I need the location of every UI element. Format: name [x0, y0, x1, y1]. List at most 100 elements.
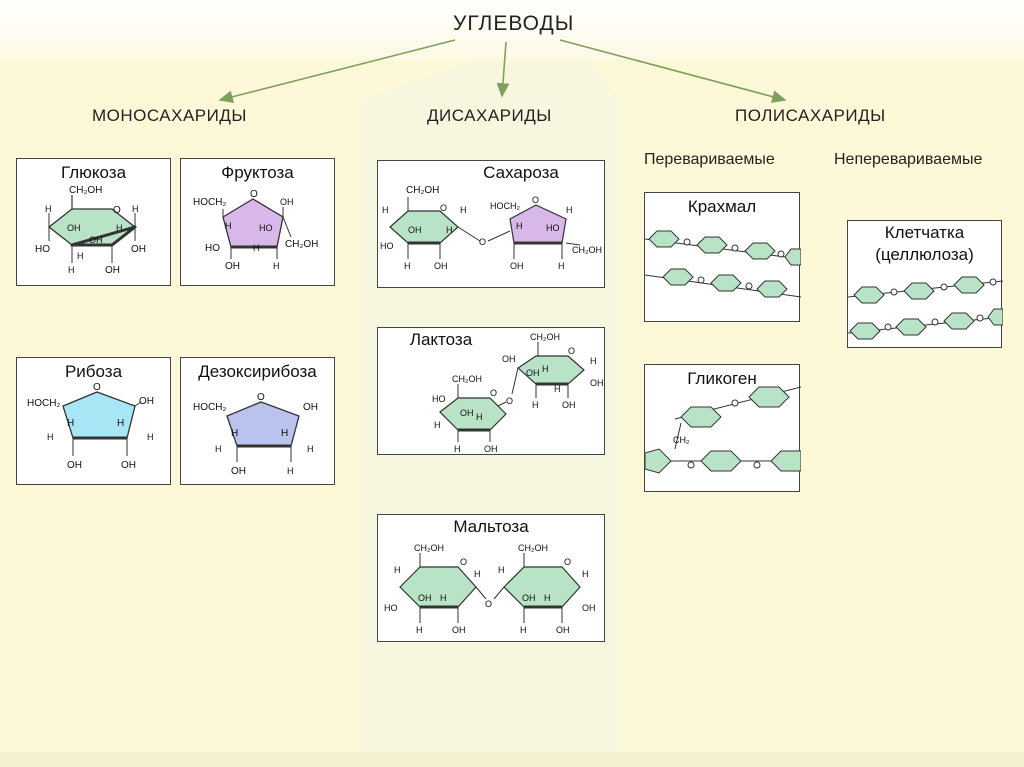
lactose-card: Лактоза CH₂OH O OH OH H H OH H OH H O	[377, 327, 605, 455]
ribose-card: Рибоза O HOCH₂ OH H H H H OH OH	[16, 357, 171, 485]
atom-label: H	[45, 204, 52, 214]
atom-label: H	[273, 261, 280, 271]
atom-label: H	[225, 221, 232, 231]
cellulose-title-line1: Клетчатка	[884, 223, 965, 242]
atom-label: HO	[259, 223, 273, 233]
atom-label: H	[117, 418, 124, 429]
atom-label: H	[474, 569, 481, 579]
atom-label: OH	[225, 261, 240, 272]
atom-label: HOCH₂	[27, 398, 60, 409]
category-di: ДИСАХАРИДЫ	[427, 106, 552, 125]
atom-label: OH	[562, 400, 576, 410]
atom-label: OH	[590, 378, 604, 388]
atom-label: OH	[89, 235, 103, 245]
atom-label: OH	[408, 225, 422, 235]
atom-label: OH	[434, 261, 448, 271]
deoxyribose-structure: O HOCH₂ OH H H H H OH H	[193, 392, 318, 477]
ribose-structure: O HOCH₂ OH H H H H OH OH	[27, 382, 154, 471]
atom-label: H	[287, 466, 294, 476]
atom-label: H	[558, 261, 565, 271]
atom-label: HOCH₂	[490, 201, 520, 211]
deoxyribose-title: Дезоксирибоза	[198, 362, 317, 381]
atom-label: H	[307, 444, 314, 454]
glucose-structure: CH₂OH O H HO H OH OH H H OH OH H	[35, 185, 146, 276]
glucose-title: Глюкоза	[60, 163, 127, 182]
atom-label: H	[582, 569, 589, 579]
atom-label: O	[250, 189, 258, 200]
atom-label: H	[476, 412, 483, 422]
category-mono: МОНОСАХАРИДЫ	[92, 106, 247, 125]
cellulose-card: Клетчатка (целлюлоза)	[847, 220, 1003, 348]
atom-label: O	[460, 557, 467, 567]
atom-label: OH	[502, 354, 516, 364]
arrow-to-poly	[559, 39, 787, 103]
arrow-to-mono	[218, 39, 456, 104]
maltose-card: Мальтоза CH₂OH O H HO OH H H H OH O CH₂O…	[377, 514, 605, 642]
atom-label: H	[532, 400, 539, 410]
atom-label: H	[215, 444, 222, 454]
atom-label: CH₂OH	[530, 332, 560, 342]
maltose-structure: CH₂OH O H HO OH H H H OH O CH₂OH O H OH …	[384, 543, 596, 635]
atom-label: OH	[231, 466, 246, 477]
atom-label: OH	[303, 402, 318, 413]
atom-label: H	[132, 204, 139, 214]
starch-card: Крахмал	[644, 192, 801, 322]
atom-label: OH	[418, 593, 432, 603]
atom-label: HO	[546, 223, 560, 233]
atom-label: OH	[452, 625, 466, 635]
atom-label: H	[554, 384, 561, 394]
atom-label: OH	[131, 244, 146, 255]
atom-label: H	[454, 444, 461, 454]
atom-label: H	[231, 428, 238, 439]
atom-label: OH	[460, 408, 474, 418]
atom-label: CH₂OH	[452, 374, 482, 384]
atom-label: H	[440, 593, 447, 603]
atom-label: OH	[105, 265, 120, 276]
atom-label: O	[506, 396, 513, 406]
atom-label: HO	[384, 603, 398, 613]
atom-label: OH	[556, 625, 570, 635]
atom-label: OH	[67, 460, 82, 471]
subgroup-digestible: Перевариваемые	[644, 151, 775, 168]
atom-label: HOCH₂	[193, 402, 226, 413]
atom-label: H	[434, 420, 441, 430]
arrow-to-di	[496, 41, 510, 98]
atom-label: CH₂OH	[69, 185, 102, 196]
atom-label: H	[77, 251, 84, 261]
atom-label: OH	[526, 368, 540, 378]
atom-label: O	[564, 557, 571, 567]
atom-label: CH₂OH	[285, 239, 318, 250]
cellulose-title-line2: (целлюлоза)	[875, 245, 974, 264]
atom-label: H	[498, 565, 505, 575]
subgroup-indigestible: Неперевариваемые	[834, 151, 983, 168]
atom-label: OH	[139, 396, 154, 407]
atom-label: H	[542, 364, 549, 374]
atom-label: H	[516, 221, 523, 231]
maltose-title: Мальтоза	[453, 517, 529, 536]
atom-label: HO	[205, 243, 220, 254]
atom-label: H	[281, 428, 288, 439]
atom-label: H	[520, 625, 527, 635]
atom-label: H	[566, 205, 573, 215]
atom-label: CH₂	[673, 435, 690, 445]
atom-label: CH₂OH	[572, 245, 602, 255]
deoxyribose-card: Дезоксирибоза O HOCH₂ OH H H H H OH H	[180, 357, 335, 485]
fructose-card: Фруктоза O HOCH₂ H HO OH CH₂OH OH H HO H	[180, 158, 335, 286]
atom-label: H	[416, 625, 423, 635]
atom-label: H	[394, 565, 401, 575]
sucrose-title: Сахароза	[483, 163, 559, 182]
cellulose-structure	[848, 276, 1003, 340]
sucrose-card: Сахароза CH₂OH O H HO OH H H OH H O O HO…	[377, 160, 605, 288]
atom-label: HO	[380, 241, 394, 251]
atom-label: O	[479, 237, 486, 247]
glucose-card: Глюкоза CH₂OH O H HO H OH OH H H OH OH H	[16, 158, 171, 286]
atom-label: OH	[484, 444, 498, 454]
atom-label: OH	[121, 460, 136, 471]
atom-label: OH	[510, 261, 524, 271]
atom-label: O	[568, 346, 575, 356]
atom-label: OH	[582, 603, 596, 613]
atom-label: H	[446, 225, 453, 235]
category-poly: ПОЛИСАХАРИДЫ	[735, 106, 886, 125]
sucrose-structure: CH₂OH O H HO OH H H OH H O O HOCH₂ H HO …	[380, 185, 602, 271]
